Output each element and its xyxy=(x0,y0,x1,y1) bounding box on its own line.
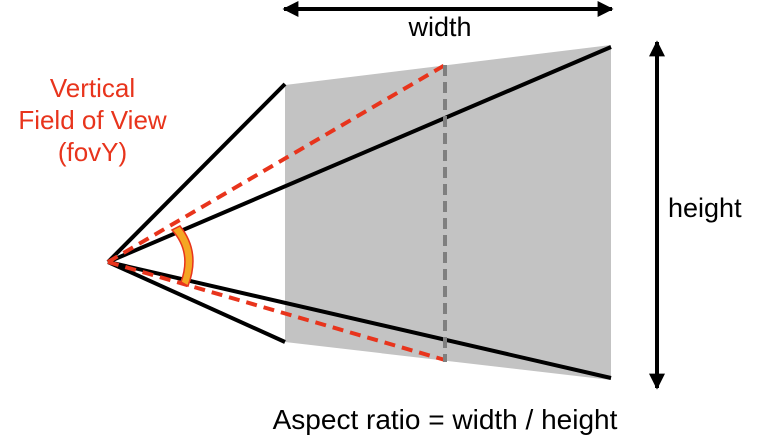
fov-top-dashed-line xyxy=(106,63,447,264)
fov-angle-arc xyxy=(170,225,194,288)
fov-label: Vertical Field of View (fovY) xyxy=(0,72,185,168)
near-plane-bottom-edge xyxy=(107,260,286,344)
near-plane-top-edge xyxy=(106,82,287,264)
fov-label-line1: Vertical xyxy=(49,73,136,103)
fov-label-line3: (fovY) xyxy=(57,137,128,167)
frustum-region xyxy=(285,45,611,380)
frustum-bottom-line xyxy=(107,260,612,380)
frustum-top-line xyxy=(107,45,612,264)
fov-bottom-dashed-line xyxy=(107,260,446,362)
fov-label-line2: Field of View xyxy=(18,105,167,135)
width-label: width xyxy=(408,12,472,42)
aspect-ratio-caption: Aspect ratio = width / height xyxy=(272,404,618,435)
height-label: height xyxy=(668,193,742,223)
